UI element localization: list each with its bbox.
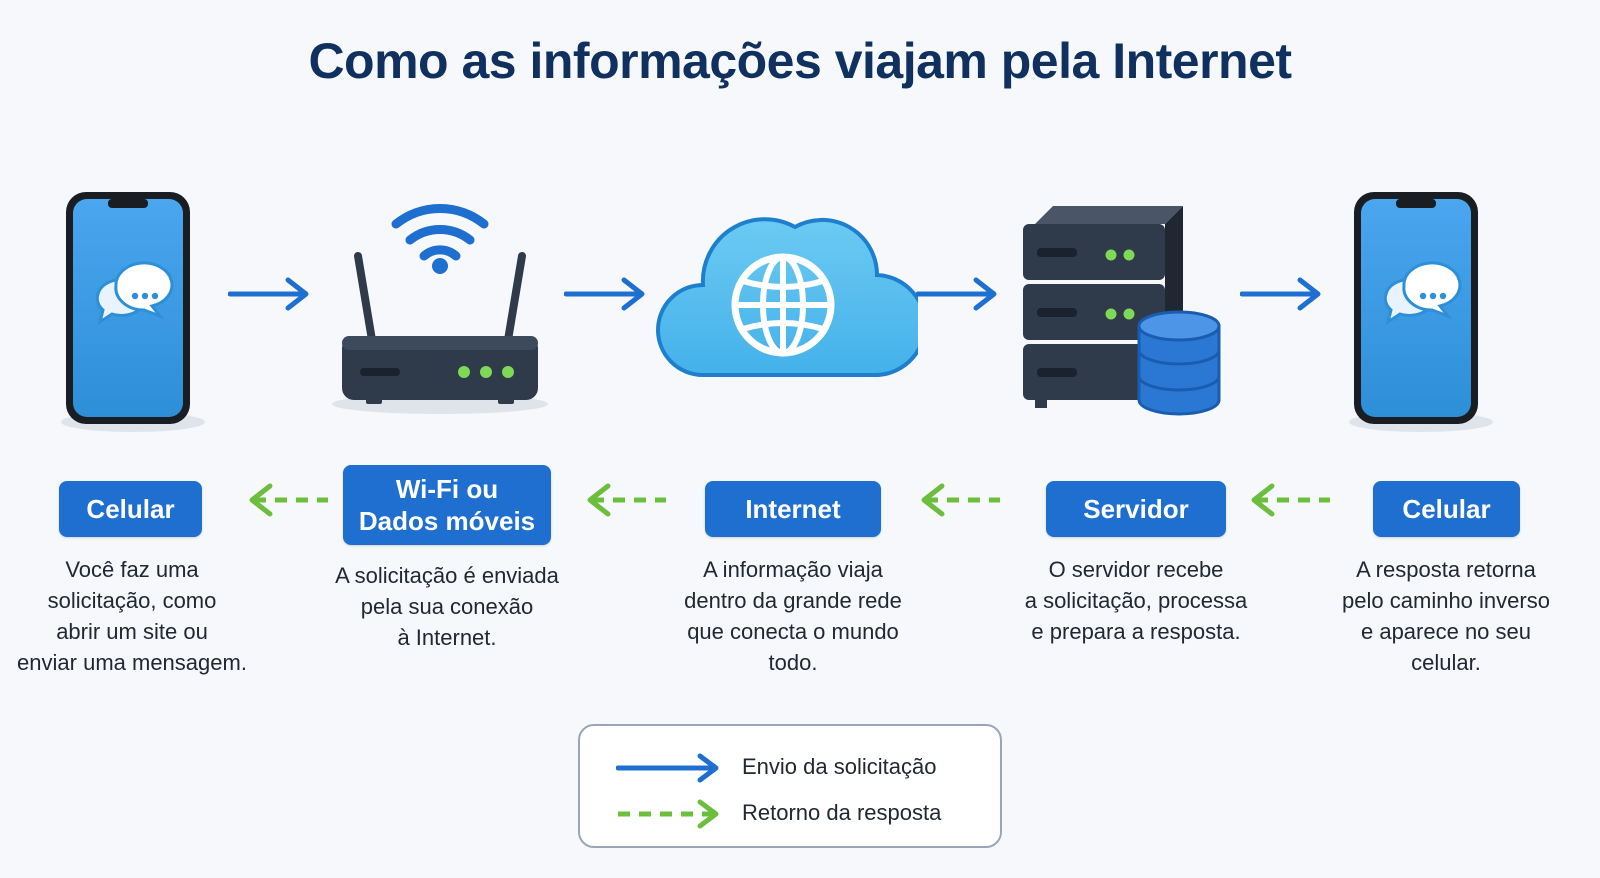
smartphone-chat-icon (1349, 192, 1493, 432)
request-arrow (916, 277, 997, 311)
step-label-wifi-dados: Wi-Fi ou Dados móveis (343, 465, 551, 545)
legend-row-response: Retorno da resposta (580, 794, 1000, 834)
legend-response-arrow (618, 799, 719, 829)
step-description-internet: A informação viaja dentro da grande rede… (684, 557, 902, 675)
step-description-celular: Você faz uma solicitação, como abrir um … (17, 557, 247, 675)
response-arrow (249, 483, 328, 517)
request-arrow (564, 277, 645, 311)
step-description-celular-retorno: A resposta retorna pelo caminho inverso … (1342, 557, 1550, 675)
request-arrow (1240, 277, 1321, 311)
server-database-icon (1023, 206, 1221, 416)
response-arrow (1251, 483, 1330, 517)
step-description-wifi-dados: A solicitação é enviada pela sua conexão… (335, 563, 559, 650)
legend-response-label: Retorno da resposta (742, 800, 942, 825)
step-label-celular-retorno: Celular (1373, 481, 1520, 537)
wifi-router-icon (332, 203, 548, 414)
step-description-servidor: O servidor recebe a solicitação, process… (1024, 557, 1248, 644)
cloud-globe-icon (656, 217, 918, 378)
page-title: Como as informações viajam pela Internet (308, 33, 1292, 89)
legend-request-label: Envio da solicitação (742, 754, 937, 779)
legend-request-arrow (616, 753, 719, 783)
step-label-celular: Celular (59, 481, 202, 537)
response-arrow (921, 483, 1000, 517)
response-arrow (587, 483, 666, 517)
legend-row-request: Envio da solicitação (580, 748, 1000, 788)
step-label-internet: Internet (705, 481, 881, 537)
step-label-servidor: Servidor (1046, 481, 1226, 537)
legend: Envio da solicitação Retorno da resposta (578, 724, 1002, 848)
smartphone-chat-icon (61, 192, 205, 432)
request-arrow (228, 277, 309, 311)
